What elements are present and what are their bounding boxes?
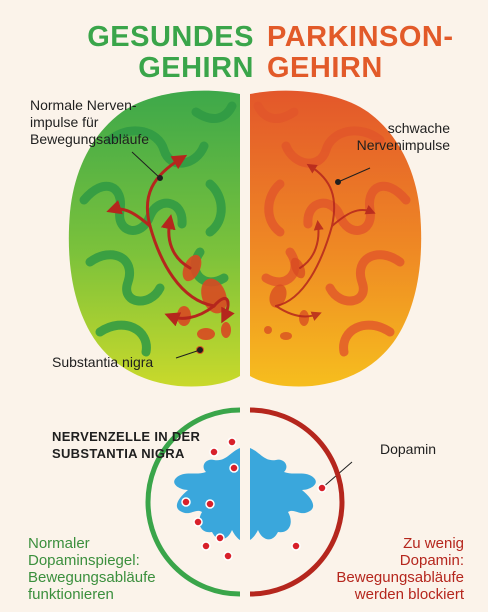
weak-impulses-label: schwache Nervenimpulse xyxy=(340,120,450,154)
low-dopamine-line4: werden blockiert xyxy=(322,586,464,603)
normal-dopamine-line2: Dopaminspiegel: xyxy=(28,552,156,569)
normal-dopamine-line3: Bewegungsabläufe xyxy=(28,569,156,586)
low-dopamine-line3: Bewegungsabläufe xyxy=(322,569,464,586)
neuron-heading-line1: NERVENZELLE IN DER xyxy=(52,428,200,445)
low-dopamine-line2: Dopamin: xyxy=(322,552,464,569)
substantia-nigra-label: Substantia nigra xyxy=(52,354,153,371)
normal-impulses-line3: Bewegungsabläufe xyxy=(30,131,149,148)
hemisphere-divider xyxy=(241,90,249,390)
neuron-heading: NERVENZELLE IN DER SUBSTANTIA NIGRA xyxy=(52,428,200,462)
weak-impulses-line2: Nervenimpulse xyxy=(340,137,450,154)
normal-impulses-label: Normale Nerven- impulse für Bewegungsabl… xyxy=(30,97,149,148)
normal-impulses-line2: impulse für xyxy=(30,114,149,131)
normal-impulses-line1: Normale Nerven- xyxy=(30,97,149,114)
normal-dopamine-line1: Normaler xyxy=(28,535,156,552)
weak-impulses-line1: schwache xyxy=(340,120,450,137)
neuron-heading-line2: SUBSTANTIA NIGRA xyxy=(52,445,200,462)
normal-dopamine-line4: funktionieren xyxy=(28,586,156,603)
parkinson-neuron xyxy=(250,448,316,540)
normal-dopamine-label: Normaler Dopaminspiegel: Bewegungsabläuf… xyxy=(28,535,156,603)
low-dopamine-label: Zu wenig Dopamin: Bewegungsabläufe werde… xyxy=(322,535,464,603)
low-dopamine-line1: Zu wenig xyxy=(322,535,464,552)
dopamine-label: Dopamin xyxy=(380,441,436,458)
